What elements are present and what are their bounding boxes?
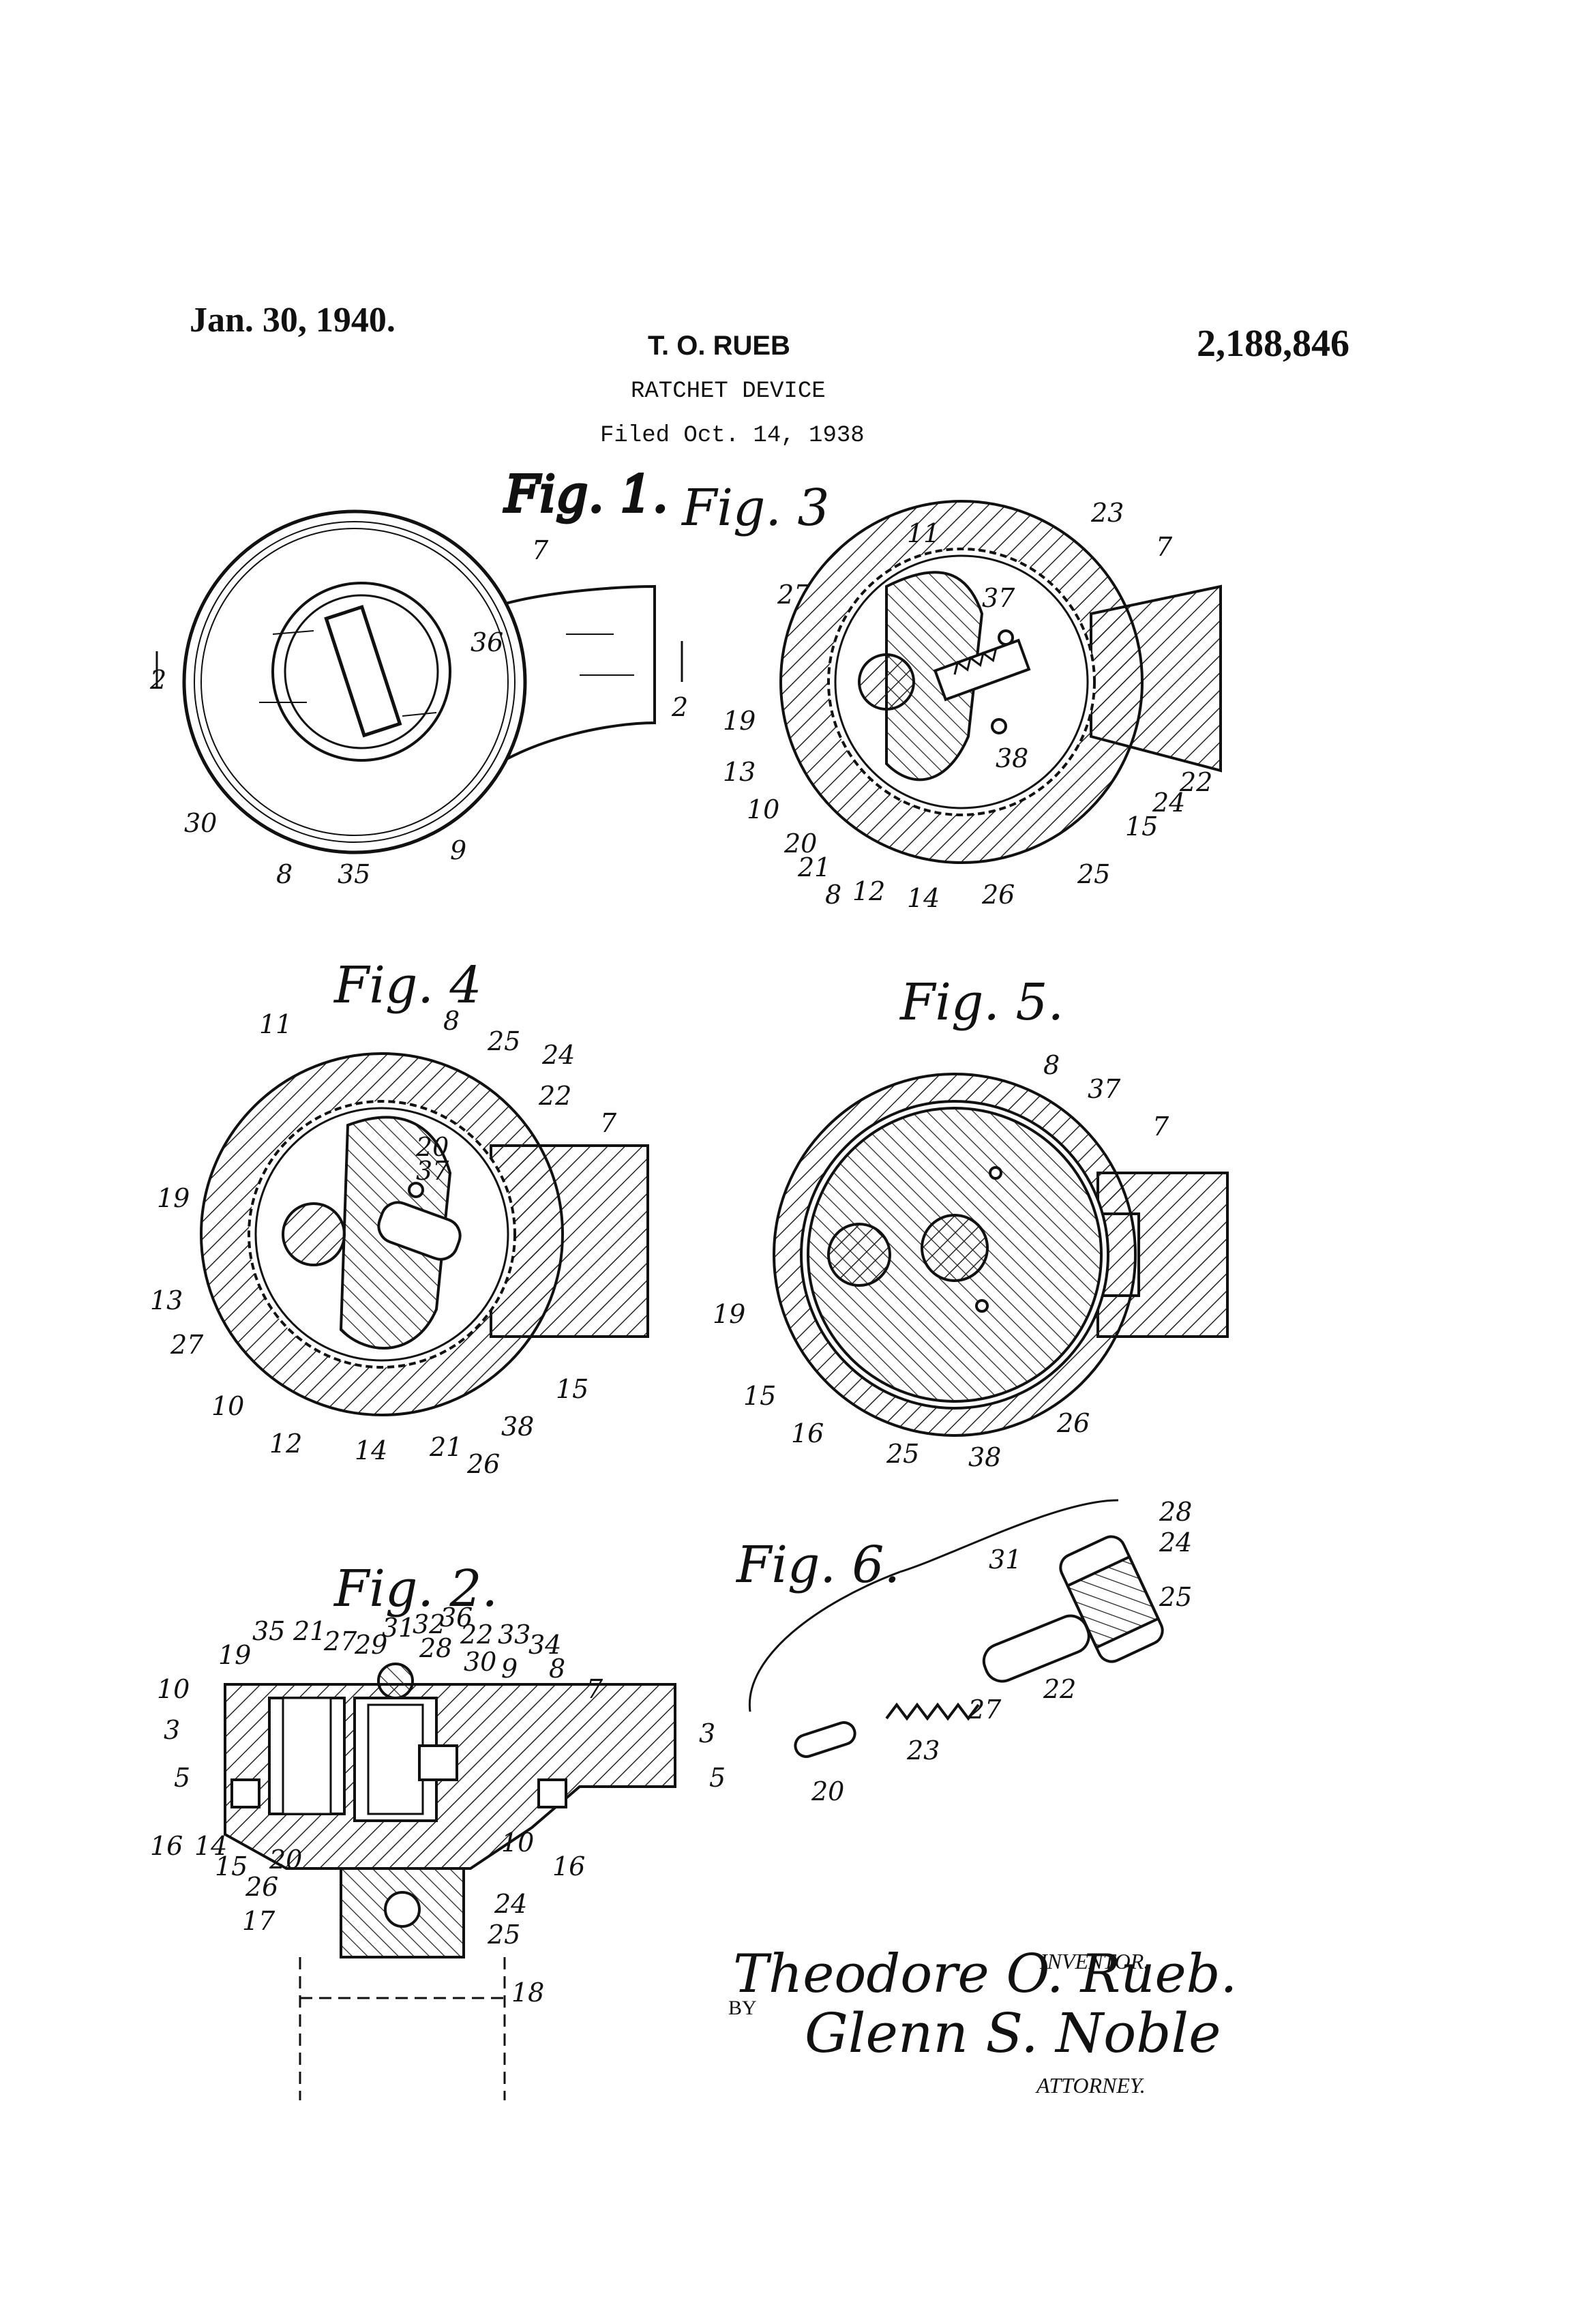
fig1-label: 2 xyxy=(671,692,688,722)
fig4-label: 24 xyxy=(541,1040,575,1070)
fig2-label: 8 xyxy=(549,1654,565,1684)
fig4-label: 7 xyxy=(600,1108,617,1138)
figure-1: Fig. 1. xyxy=(157,465,682,852)
fig3-label: 13 xyxy=(723,757,756,787)
fig3-label: 12 xyxy=(852,876,885,906)
fig4-label: 27 xyxy=(170,1330,204,1360)
fig2-label: 20 xyxy=(269,1845,302,1875)
fig1-caption: Fig. 1. xyxy=(503,465,668,524)
fig3-label: 14 xyxy=(907,883,940,913)
fig5-label: 15 xyxy=(743,1381,776,1411)
fig6-label: 27 xyxy=(968,1695,1002,1725)
fig1-label: 2 xyxy=(149,665,166,695)
fig2-label: 28 xyxy=(419,1633,452,1663)
attorney-signature: Glenn S. Noble xyxy=(805,2001,1221,2065)
fig3-label: 37 xyxy=(982,583,1015,613)
fig3-label: 23 xyxy=(1090,498,1124,528)
fig3-label: 26 xyxy=(981,880,1015,910)
by-label: BY xyxy=(728,1997,757,2020)
fig2-label: 19 xyxy=(218,1640,251,1670)
fig2-label: 31 xyxy=(382,1613,415,1643)
fig3-label: 21 xyxy=(797,852,831,882)
fig4-label: 11 xyxy=(259,1009,292,1039)
fig4-label: 19 xyxy=(157,1183,190,1213)
fig2-label: 24 xyxy=(494,1889,527,1919)
fig3-label: 19 xyxy=(723,706,756,736)
fig1-label: 7 xyxy=(532,535,549,565)
fig1-label: 9 xyxy=(450,835,466,865)
fig1-label: 30 xyxy=(184,808,217,838)
fig5-label: 7 xyxy=(1152,1112,1169,1142)
fig4-label: 38 xyxy=(501,1412,534,1442)
fig4-label: 25 xyxy=(487,1026,520,1056)
fig6-label: 22 xyxy=(1043,1674,1076,1704)
fig2-label: 25 xyxy=(487,1920,520,1950)
fig2-label: 17 xyxy=(242,1906,275,1936)
fig2-label: 15 xyxy=(215,1851,248,1881)
fig3-label: 22 xyxy=(1179,767,1212,797)
fig4-label: 22 xyxy=(538,1081,571,1111)
fig2-label: 18 xyxy=(511,1978,544,2008)
fig5-label: 8 xyxy=(1043,1050,1060,1080)
fig3-caption: Fig. 3 xyxy=(681,479,830,537)
fig4-label: 14 xyxy=(355,1435,387,1465)
fig6-label: 20 xyxy=(811,1776,844,1806)
fig2-label: 22 xyxy=(460,1620,493,1650)
fig5-label: 26 xyxy=(1056,1408,1090,1438)
fig5-label: 25 xyxy=(886,1439,919,1469)
fig4-label: 10 xyxy=(211,1391,244,1421)
fig4-label: 13 xyxy=(150,1285,183,1315)
fig3-label: 27 xyxy=(777,580,811,610)
inventor-signature: Theodore O. Rueb. xyxy=(733,1943,1237,2005)
fig4-label: 21 xyxy=(429,1432,462,1462)
fig1-label: 8 xyxy=(276,859,293,889)
fig6-label: 28 xyxy=(1159,1497,1192,1527)
fig4-label: 8 xyxy=(443,1006,460,1036)
fig2-label: 26 xyxy=(245,1872,278,1902)
fig2-label: 5 xyxy=(174,1763,190,1793)
fig5-label: 37 xyxy=(1088,1074,1121,1104)
fig2-label: 5 xyxy=(709,1763,726,1793)
fig2-label: 33 xyxy=(498,1620,531,1650)
fig1-label: 35 xyxy=(338,859,370,889)
fig3-label: 25 xyxy=(1077,859,1110,889)
fig6-label: 23 xyxy=(906,1735,940,1766)
fig2-label: 21 xyxy=(293,1616,326,1646)
fig6-label: 31 xyxy=(989,1545,1021,1575)
fig2-label: 16 xyxy=(552,1851,585,1881)
fig2-label: 27 xyxy=(323,1626,357,1656)
fig6-caption: Fig. 6. xyxy=(735,1536,900,1594)
fig3-label: 10 xyxy=(747,794,779,824)
fig3-label: 8 xyxy=(825,880,841,910)
fig1-label: 36 xyxy=(471,627,503,657)
fig3-label: 38 xyxy=(996,743,1028,773)
fig5-caption: Fig. 5. xyxy=(899,973,1064,1032)
fig2-label: 35 xyxy=(252,1616,285,1646)
fig2-label: 3 xyxy=(699,1718,715,1748)
fig3-label: 11 xyxy=(907,518,940,548)
fig5-label: 19 xyxy=(713,1299,745,1329)
fig4-label: 37 xyxy=(416,1156,449,1186)
fig2-label: 10 xyxy=(501,1828,534,1858)
fig2-label: 3 xyxy=(164,1715,180,1745)
fig4-label: 26 xyxy=(466,1449,500,1479)
fig4-label: 15 xyxy=(556,1374,588,1404)
fig3-label: 7 xyxy=(1156,532,1173,562)
fig5-label: 16 xyxy=(791,1418,824,1448)
figure-6: Fig. 6. xyxy=(735,1500,1167,1759)
attorney-label: ATTORNEY. xyxy=(1036,2073,1146,2098)
fig5-label: 38 xyxy=(968,1442,1001,1472)
figure-5: Fig. 5. xyxy=(774,973,1227,1435)
fig4-label: 12 xyxy=(269,1429,302,1459)
fig2-label: 16 xyxy=(150,1831,183,1861)
fig6-label: 25 xyxy=(1159,1582,1192,1612)
fig2-label: 9 xyxy=(501,1654,518,1684)
fig6-label: 24 xyxy=(1159,1528,1192,1558)
fig2-label: 10 xyxy=(157,1674,190,1704)
fig2-label: 30 xyxy=(464,1647,496,1677)
fig2-label: 7 xyxy=(586,1674,603,1704)
